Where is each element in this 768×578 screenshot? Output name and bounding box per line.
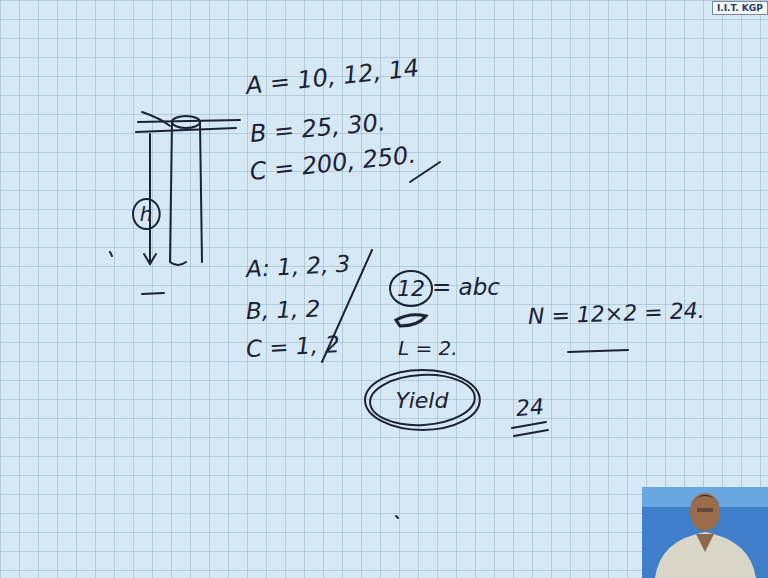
ellipse-stroke bbox=[365, 370, 480, 430]
level-line bbox=[136, 128, 236, 132]
handwritten-note: C = 1, 2 bbox=[245, 331, 340, 362]
logo-text: I.I.T. KGP bbox=[712, 1, 768, 15]
underline bbox=[512, 422, 546, 428]
dot bbox=[110, 252, 112, 256]
pen-scribble bbox=[396, 315, 426, 326]
node-text: 12 bbox=[397, 276, 425, 301]
underline bbox=[514, 430, 548, 436]
underline bbox=[568, 350, 628, 352]
ellipse-stroke bbox=[390, 271, 432, 306]
handwritten-note: 24 bbox=[515, 394, 545, 421]
handwritten-note: C = 200, 250. bbox=[249, 141, 418, 186]
dot bbox=[396, 516, 398, 518]
height-arrow bbox=[149, 134, 151, 262]
arrow-head bbox=[144, 254, 156, 264]
double-circled-word: Yield bbox=[364, 369, 481, 431]
video-inset bbox=[642, 487, 768, 578]
scribble bbox=[142, 112, 170, 126]
node-text: h bbox=[140, 202, 153, 226]
handwritten-note: A: 1, 2, 3 bbox=[245, 251, 351, 282]
ellipse-stroke bbox=[368, 372, 475, 427]
level-line bbox=[138, 120, 240, 122]
cylinder-left bbox=[170, 122, 186, 265]
cylinder-right bbox=[200, 122, 202, 262]
circled-symbol: 12 bbox=[389, 270, 433, 307]
handwritten-note: N = 12×2 = 24. bbox=[528, 298, 705, 329]
circled-symbol: h bbox=[132, 198, 161, 230]
handwritten-note: L = 2. bbox=[398, 336, 458, 360]
handwritten-note: A = 10, 12, 14 bbox=[245, 54, 421, 100]
base-line bbox=[142, 293, 164, 294]
handwritten-note: = abc bbox=[432, 274, 500, 300]
node-text: Yield bbox=[396, 388, 449, 413]
ellipse-stroke bbox=[133, 199, 160, 229]
handwritten-note: B, 1, 2 bbox=[246, 295, 321, 324]
handwritten-note: B = 25, 30. bbox=[249, 108, 387, 148]
